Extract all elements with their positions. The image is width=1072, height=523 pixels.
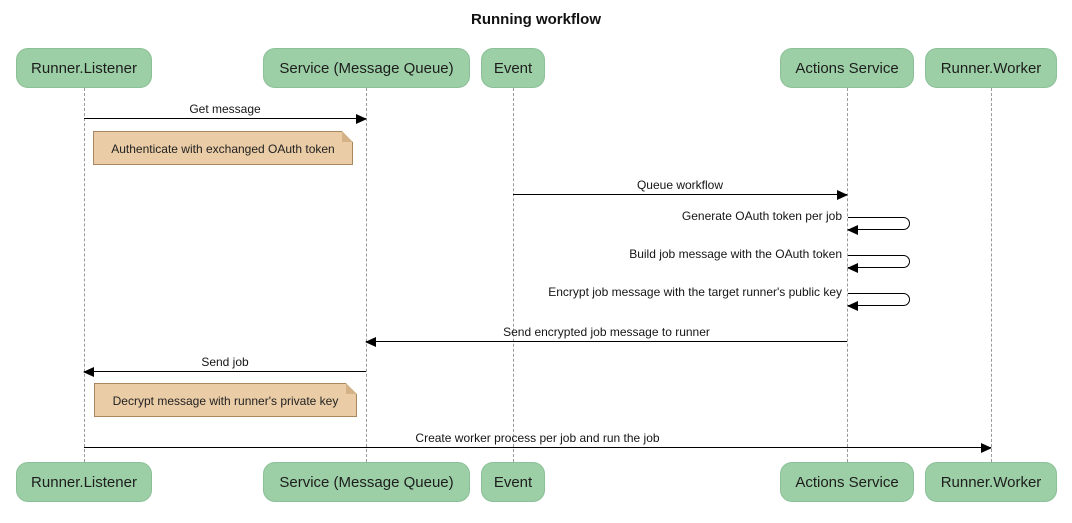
arrowhead-left-icon	[847, 301, 858, 311]
arrowhead-left-icon	[847, 225, 858, 235]
lifeline-service-message-queue	[366, 88, 367, 462]
message-queue-workflow: Queue workflow	[513, 176, 848, 200]
message-label-generate-oauth: Generate OAuth token per job	[681, 209, 842, 223]
lifeline-actions-service	[847, 88, 848, 462]
participant-bottom-event: Event	[481, 462, 545, 502]
participant-top-service-message-queue: Service (Message Queue)	[263, 48, 470, 88]
lifeline-event	[513, 88, 514, 462]
participant-bottom-runner-worker: Runner.Worker	[925, 462, 1057, 502]
message-label: Create worker process per job and run th…	[415, 431, 660, 445]
diagram-title: Running workflow	[471, 11, 601, 28]
self-loop-build-job-message	[847, 255, 910, 273]
message-label: Queue workflow	[636, 178, 724, 192]
participant-top-actions-service: Actions Service	[780, 48, 914, 88]
message-create-worker: Create worker process per job and run th…	[84, 429, 992, 453]
arrowhead-left-icon	[83, 366, 94, 377]
note-authenticate: Authenticate with exchanged OAuth token	[93, 131, 353, 165]
participant-bottom-runner-listener: Runner.Listener	[16, 462, 152, 502]
lifeline-runner-listener	[84, 88, 85, 462]
message-label: Send encrypted job message to runner	[503, 325, 710, 339]
self-loop-generate-oauth	[847, 217, 910, 235]
participant-top-runner-listener: Runner.Listener	[16, 48, 152, 88]
message-get-message: Get message	[84, 100, 367, 124]
arrowhead-right-icon	[356, 113, 367, 124]
arrowhead-left-icon	[365, 336, 376, 347]
lifeline-runner-worker	[991, 88, 992, 462]
self-loop-encrypt-job-message	[847, 293, 910, 311]
note-decrypt: Decrypt message with runner's private ke…	[94, 383, 357, 417]
arrowhead-right-icon	[981, 442, 992, 453]
participant-bottom-actions-service: Actions Service	[780, 462, 914, 502]
arrowhead-left-icon	[847, 263, 858, 273]
message-send-encrypted-job: Send encrypted job message to runner	[365, 323, 847, 347]
arrowhead-right-icon	[837, 189, 848, 200]
message-send-job: Send job	[83, 353, 366, 377]
message-label: Send job	[201, 355, 249, 369]
participant-bottom-service-message-queue: Service (Message Queue)	[263, 462, 470, 502]
message-label-encrypt-job-message: Encrypt job message with the target runn…	[548, 285, 842, 299]
message-label: Get message	[189, 102, 261, 116]
participant-top-event: Event	[481, 48, 545, 88]
participant-top-runner-worker: Runner.Worker	[925, 48, 1057, 88]
message-label-build-job-message: Build job message with the OAuth token	[629, 247, 842, 261]
